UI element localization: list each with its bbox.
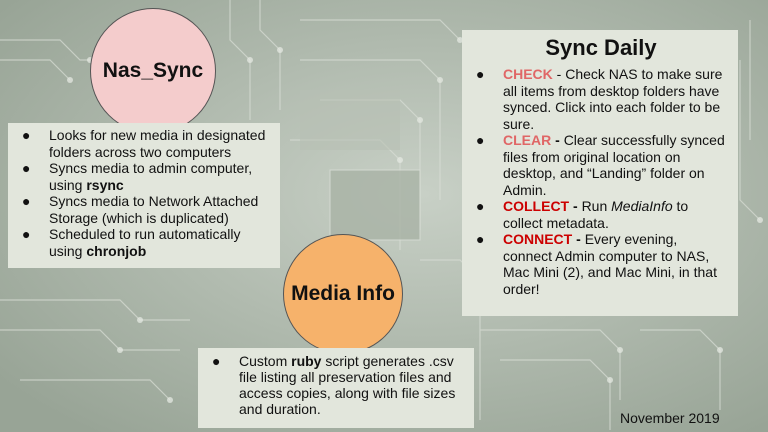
bullet-icon: ● [22,193,31,209]
list-item: ●Syncs media to Network Attached Storage… [22,193,259,226]
bullet-icon: ● [476,231,485,247]
keyword-connect: CONNECT [503,231,573,247]
nas-sync-card: ●Looks for new media in designated folde… [8,123,280,268]
bullet-icon: ● [22,160,31,176]
list-item: ●CLEAR - Clear successfully synced files… [476,132,725,198]
nas-sync-list: ●Looks for new media in designated folde… [18,127,272,259]
media-info-title: Media Info [291,282,395,305]
list-item: ●COLLECT - Run MediaInfo to collect meta… [476,198,689,231]
keyword-collect: COLLECT [503,198,570,214]
sync-daily-card: Sync Daily ●CHECK - Check NAS to make su… [462,30,738,316]
list-item: ●Custom ruby script generates .csv file … [212,353,456,417]
bullet-icon: ● [476,132,485,148]
list-item: ●Scheduled to run automatically using ch… [22,226,241,259]
sync-daily-list: ●CHECK - Check NAS to make sure all item… [472,66,730,297]
keyword-check: CHECK [503,66,553,82]
list-item: ●CHECK - Check NAS to make sure all item… [476,66,723,132]
list-item: ●CONNECT - Every evening, connect Admin … [476,231,717,297]
list-item: ●Looks for new media in designated folde… [22,127,266,160]
bullet-icon: ● [212,353,221,369]
media-info-card: ●Custom ruby script generates .csv file … [198,348,474,428]
media-info-circle: Media Info [283,234,403,354]
footer-date: November 2019 [620,410,720,426]
sync-daily-title: Sync Daily [545,35,657,60]
nas-sync-title: Nas_Sync [102,59,204,82]
keyword-clear: CLEAR [503,132,552,148]
media-info-list: ●Custom ruby script generates .csv file … [208,353,466,417]
nas-sync-circle: Nas_Sync [90,8,216,134]
bullet-icon: ● [476,66,485,82]
bullet-icon: ● [22,127,31,143]
bullet-icon: ● [22,226,31,242]
bullet-icon: ● [476,198,485,214]
list-item: ●Syncs media to admin computer, using rs… [22,160,253,193]
